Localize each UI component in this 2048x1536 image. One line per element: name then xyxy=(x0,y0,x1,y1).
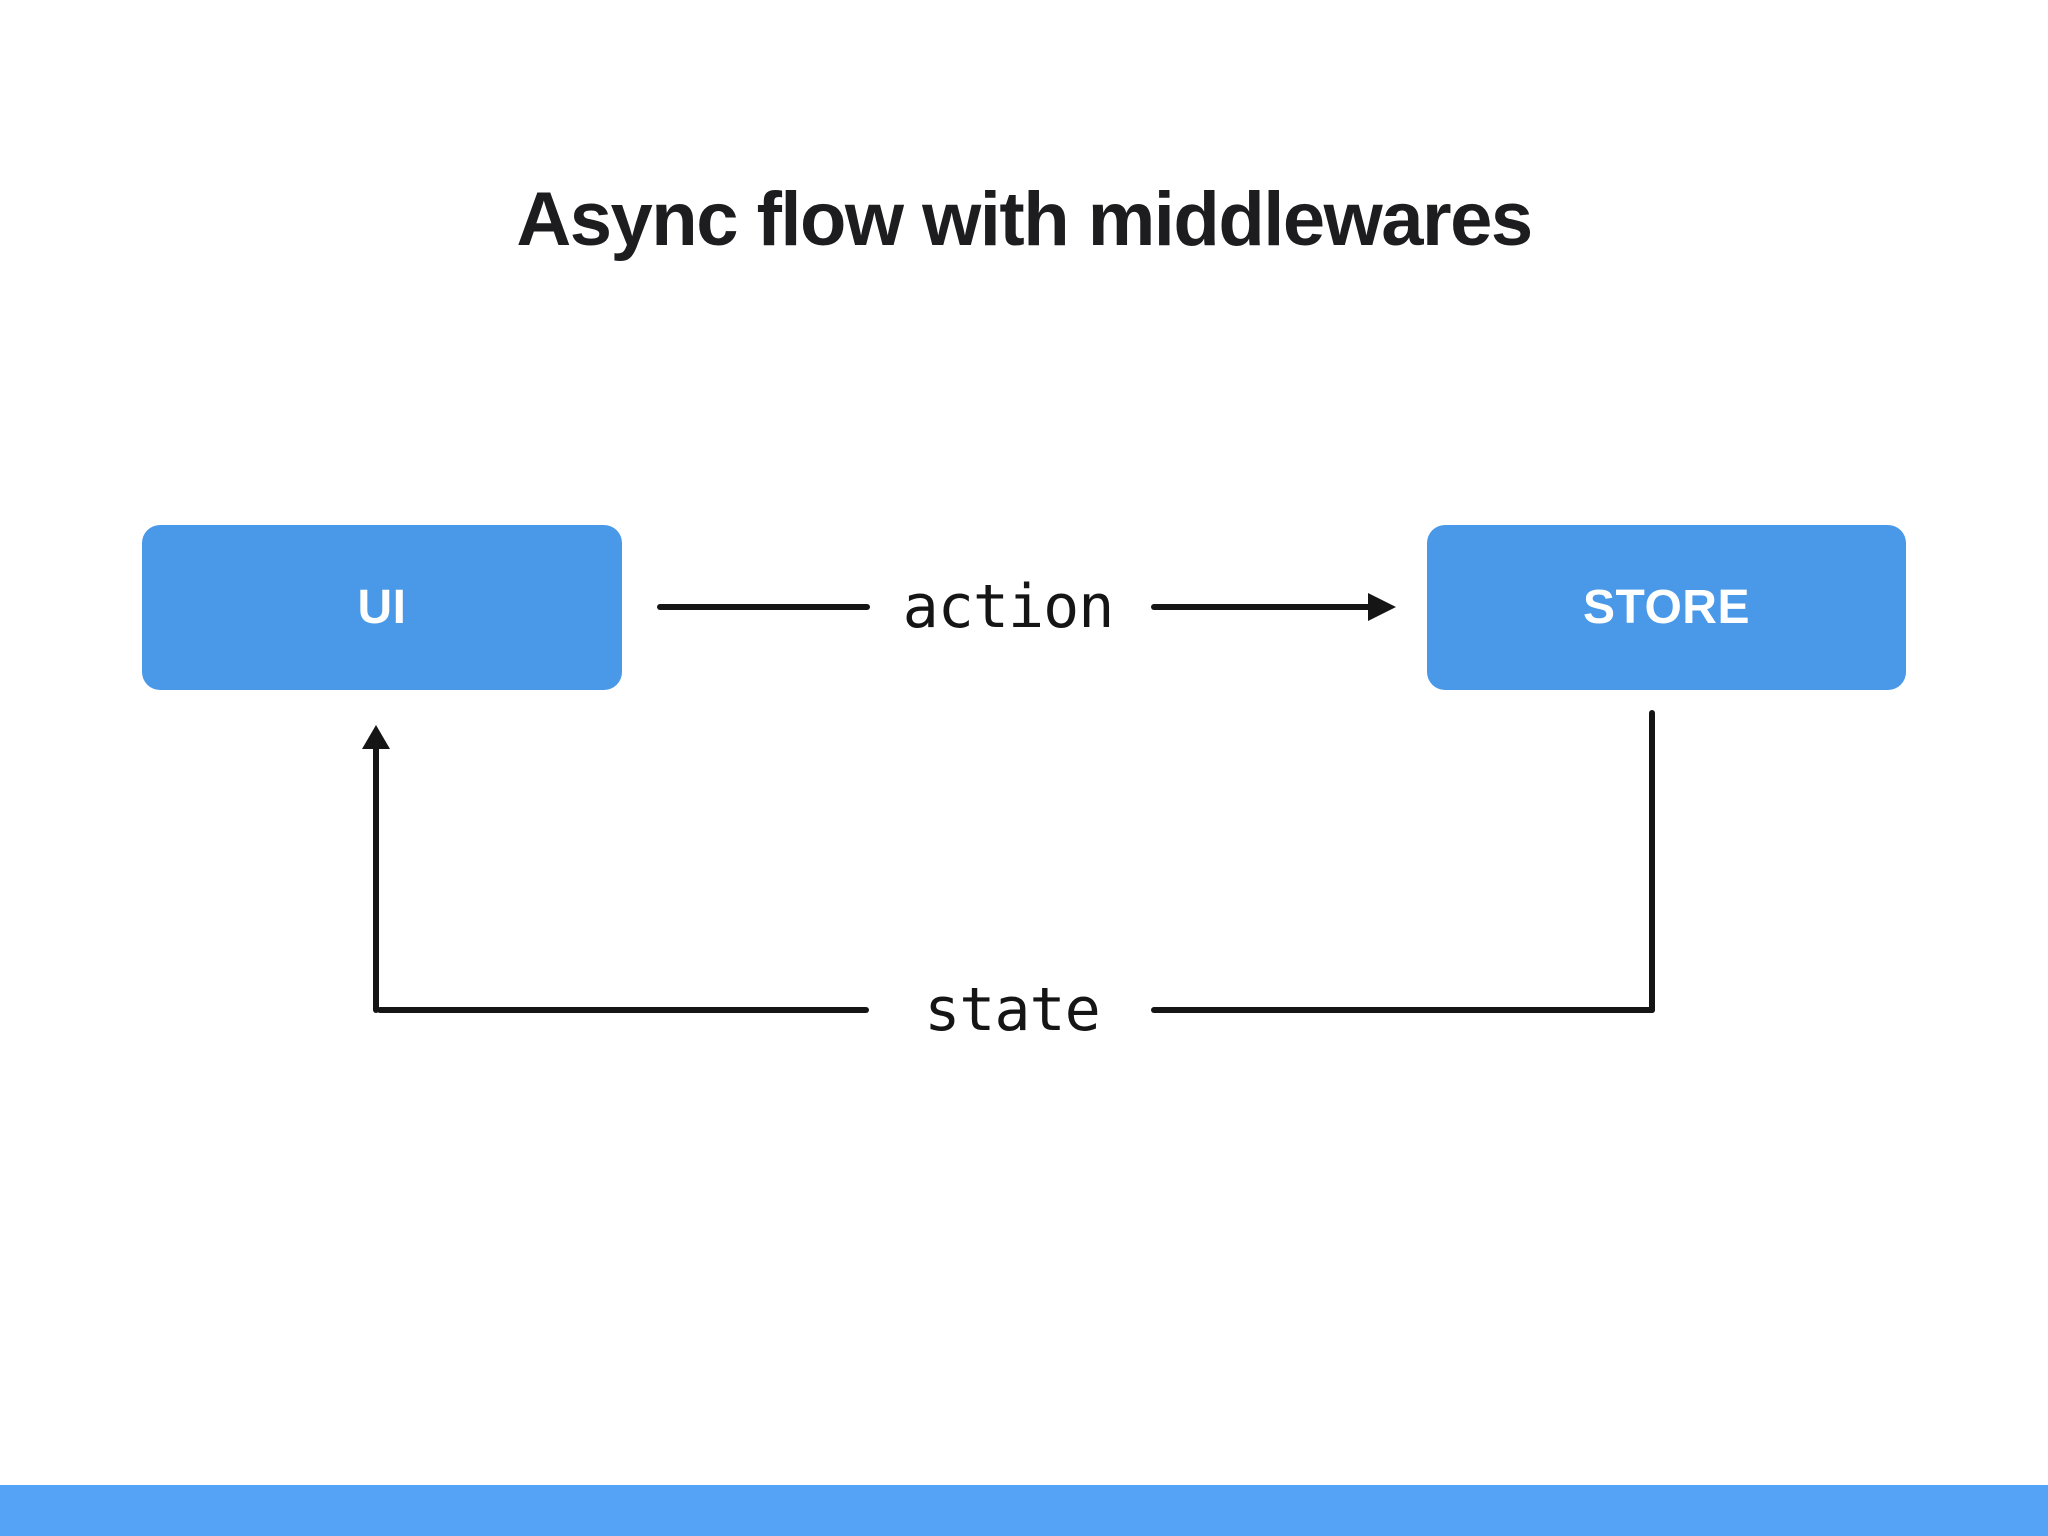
slide-title: Async flow with middlewares xyxy=(516,177,1533,262)
node-store: STORE xyxy=(1427,525,1906,690)
state-edge-line-right xyxy=(1151,1007,1655,1013)
footer-accent-bar xyxy=(0,1485,2048,1536)
arrow-up-icon xyxy=(362,725,390,749)
action-edge-line-right xyxy=(1151,604,1372,610)
node-ui: UI xyxy=(142,525,622,690)
node-store-label: STORE xyxy=(1583,581,1750,634)
arrow-right-icon xyxy=(1368,593,1396,621)
state-edge-line-down xyxy=(1649,710,1655,1013)
state-edge-line-left xyxy=(377,1007,869,1013)
state-edge-label: state xyxy=(924,975,1101,1045)
action-edge-label: action xyxy=(902,572,1115,642)
node-ui-label: UI xyxy=(357,581,407,634)
action-edge-line-left xyxy=(657,604,870,610)
state-edge-line-up xyxy=(373,744,379,1013)
